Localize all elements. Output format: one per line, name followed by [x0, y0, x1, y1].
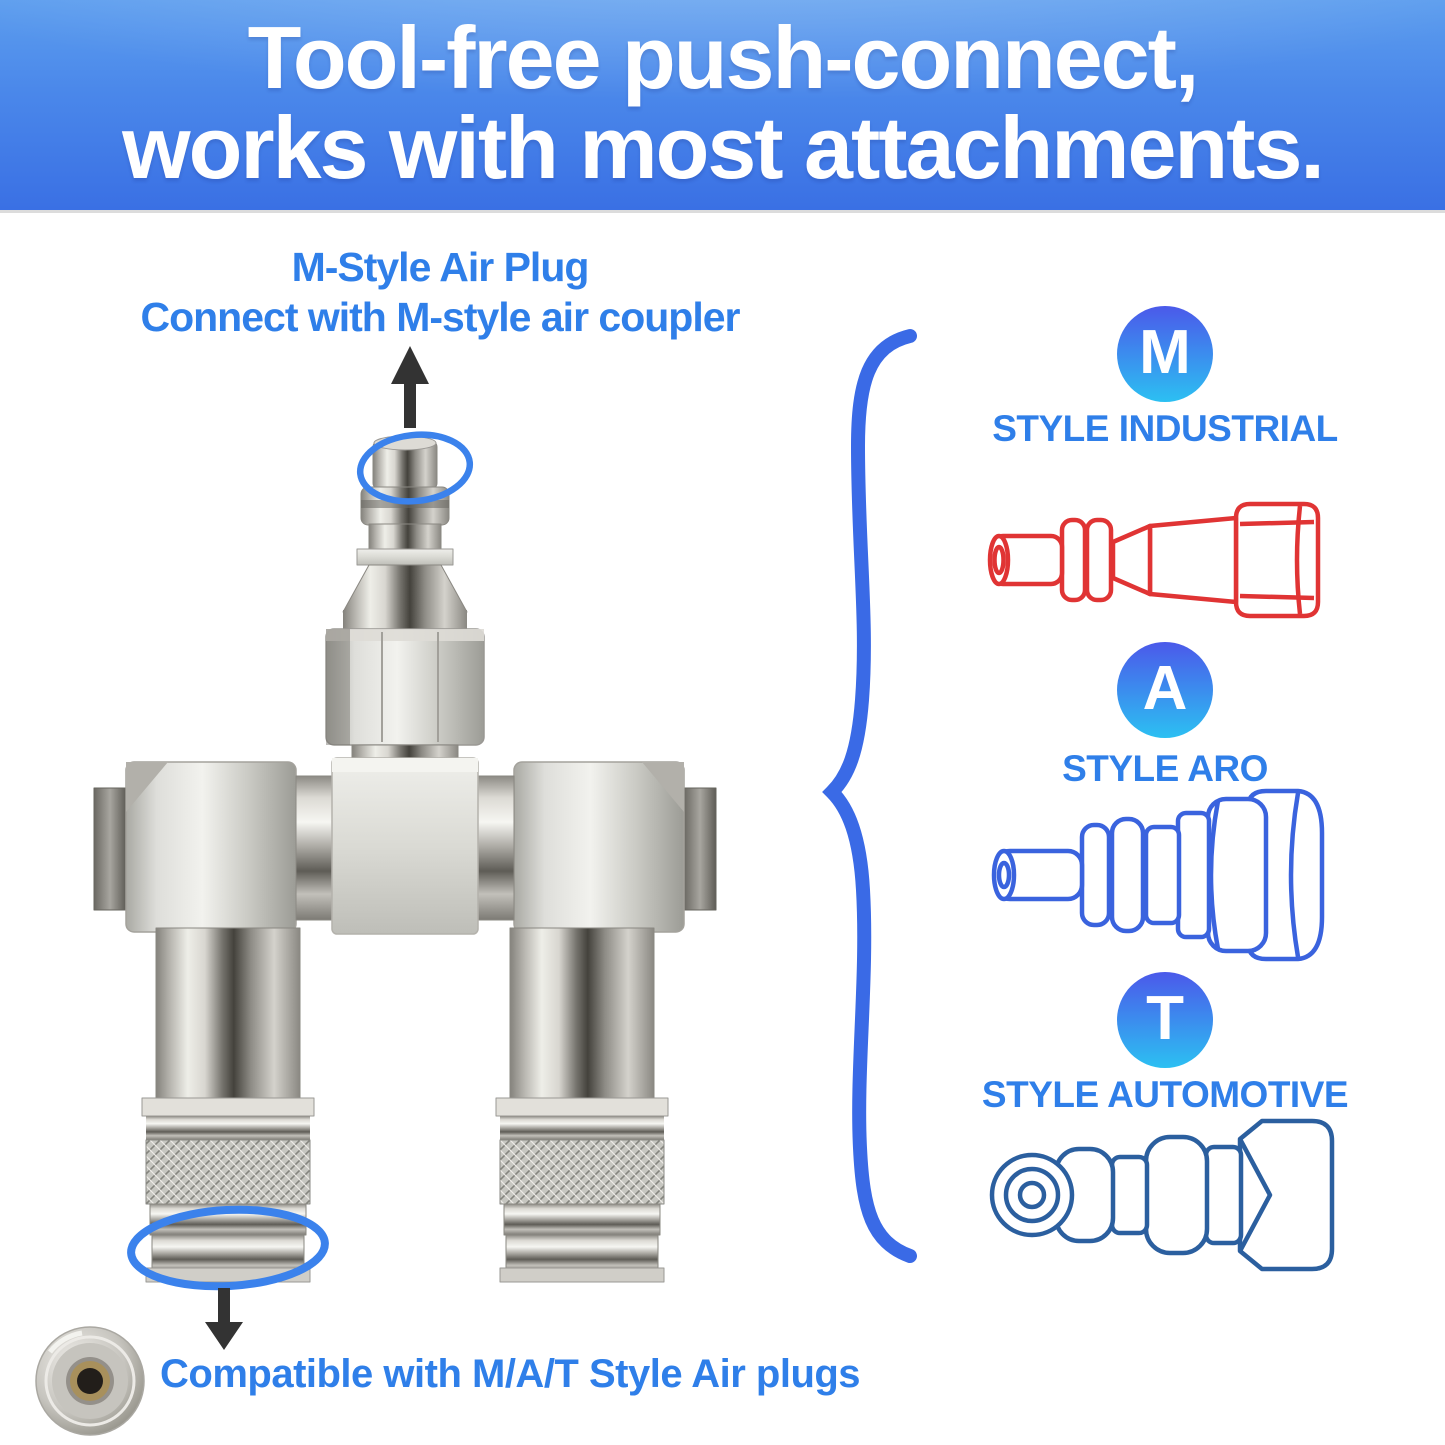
industrial-plug-outline — [987, 501, 1321, 619]
top-callout-line1: M-Style Air Plug — [291, 244, 590, 290]
bottom-callout: Compatible with M/A/T Style Air plugs — [160, 1352, 861, 1396]
automotive-plug-outline — [989, 1118, 1335, 1272]
headline-line1: Tool-free push-connect, — [247, 8, 1200, 107]
badge-t-style: T — [1117, 972, 1213, 1068]
badge-a-style: A — [1117, 642, 1213, 738]
highlight-ellipse-top — [356, 431, 474, 505]
badge-m-style: M — [1117, 306, 1213, 402]
badge-a-letter: A — [1142, 654, 1188, 723]
curly-brace-icon — [822, 329, 917, 1263]
top-callout: M-Style Air Plug Connect with M-style ai… — [60, 242, 820, 342]
m-style-plug-top — [325, 435, 485, 772]
top-callout-line2: Connect with M-style air coupler — [140, 294, 740, 340]
splitter-crossbar — [93, 757, 717, 935]
arrow-down-icon — [205, 1288, 243, 1350]
aro-plug-outline — [991, 788, 1325, 962]
badge-t-letter: T — [1146, 984, 1184, 1053]
left-coupler — [141, 927, 315, 1283]
right-coupler — [495, 927, 669, 1283]
product-photo — [93, 435, 717, 1283]
highlight-ellipse-bottom — [127, 1205, 329, 1291]
fitting-end-photo — [35, 1326, 145, 1436]
label-style-industrial: STYLE INDUSTRIAL — [992, 408, 1338, 449]
arrow-up-icon — [391, 346, 429, 428]
badge-m-letter: M — [1139, 318, 1191, 387]
label-style-automotive: STYLE AUTOMOTIVE — [981, 1074, 1349, 1115]
label-style-aro: STYLE ARO — [1062, 748, 1268, 789]
headline-line2: works with most attachments. — [122, 98, 1325, 197]
header-banner: Tool-free push-connect, works with most … — [0, 0, 1445, 213]
